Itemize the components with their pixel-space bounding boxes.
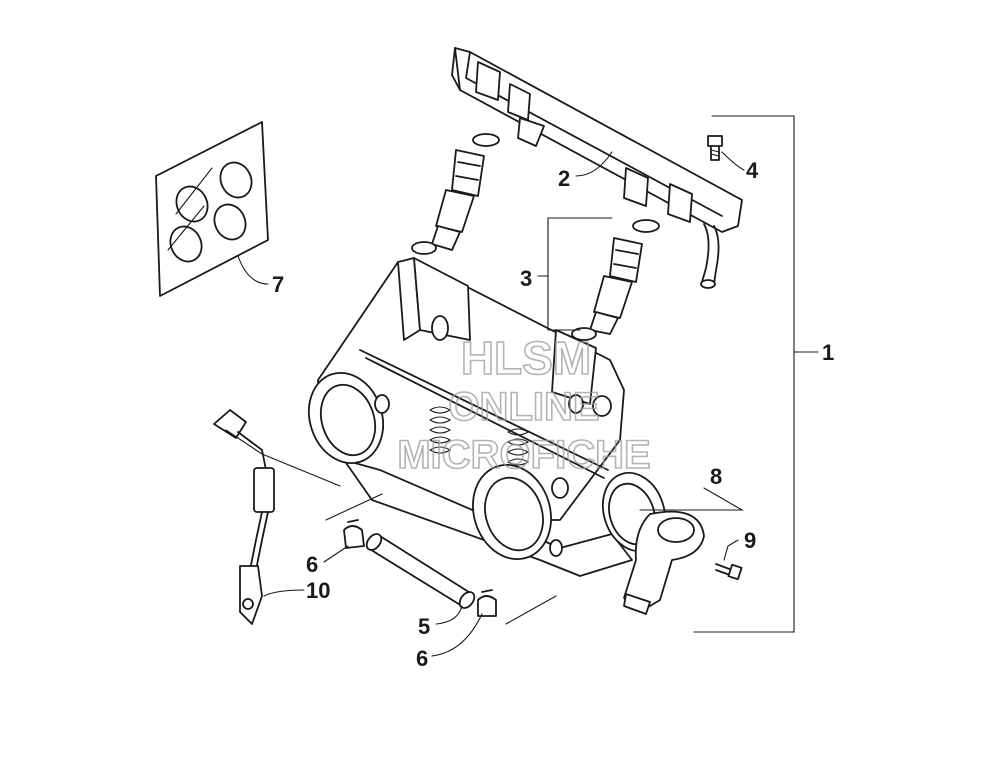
callout-2: 2 — [558, 166, 570, 191]
callout-1: 1 — [822, 340, 834, 365]
vacuum-hose — [365, 533, 476, 609]
gasket-set — [155, 121, 269, 297]
fuel-rail — [451, 47, 743, 289]
screw-part-4 — [707, 135, 723, 161]
sensor-wire-lead — [213, 409, 341, 625]
fuel-injector-right — [571, 219, 660, 341]
callout-3: 3 — [520, 266, 532, 291]
throttle-spring-left — [429, 406, 452, 454]
throttle-body-assembly — [308, 257, 633, 577]
callout-6-upper: 6 — [306, 552, 318, 577]
callout-9: 9 — [744, 528, 756, 553]
watermark-line-3: MICROFICHE — [397, 433, 650, 477]
throttle-position-sensor — [623, 510, 705, 615]
hose-clamp-upper — [343, 519, 365, 549]
callout-8: 8 — [710, 464, 722, 489]
watermark-line-2: ONLINE — [448, 385, 599, 429]
callout-5: 5 — [418, 614, 430, 639]
leader-lines — [237, 115, 819, 657]
watermark-line-1: HLSM — [461, 332, 591, 384]
callout-10: 10 — [306, 578, 330, 603]
throttle-spring-right — [507, 428, 530, 466]
callout-4: 4 — [746, 158, 759, 183]
watermark: HLSM ONLINE MICROFICHE — [397, 331, 652, 478]
screw-part-9 — [715, 563, 743, 581]
callout-7: 7 — [272, 272, 284, 297]
callout-labels: 1 2 3 4 5 6 6 7 8 9 10 — [272, 158, 834, 671]
callout-6-lower: 6 — [416, 646, 428, 671]
hose-clamp-lower — [477, 589, 497, 617]
fuel-injector-left — [411, 133, 500, 255]
